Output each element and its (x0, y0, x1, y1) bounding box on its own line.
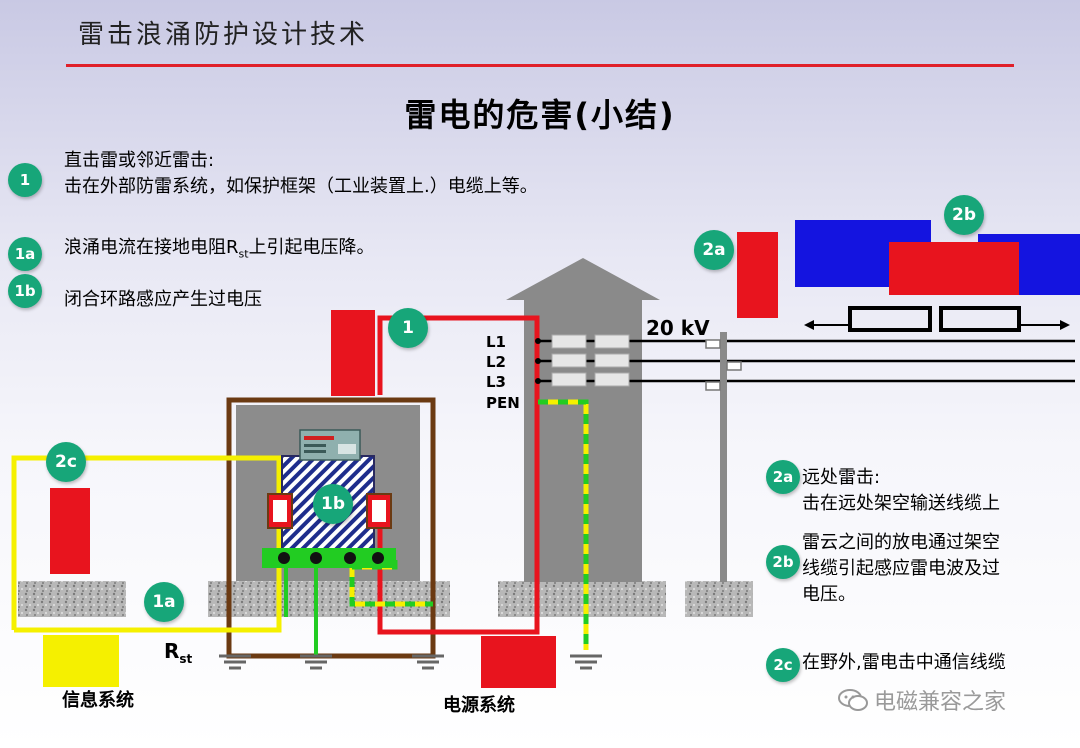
item-2b-line1: 雷云之间的放电通过架空 (802, 532, 1000, 553)
earth-symbol-3 (412, 654, 444, 670)
item-2b-line3: 电压。 (802, 584, 856, 605)
lightning-strike-2a (737, 232, 778, 318)
lightning-strike-2c (50, 488, 90, 574)
cloud-discharge (889, 242, 1019, 295)
item-1b-text: 闭合环路感应产生过电压 (64, 289, 262, 310)
item-1a-text-before: 浪涌电流在接地电阻R (64, 237, 239, 258)
watermark-text: 电磁兼容之家 (874, 690, 1007, 715)
diagram-badge-1: 1 (388, 308, 428, 348)
diagram-badge-2b: 2b (944, 195, 984, 235)
item-1-text: 直击雷或邻近雷击: 击在外部防雷系统，如保护框架（工业装置上.）电缆上等。 (64, 148, 538, 200)
ground-strip-right (685, 581, 753, 617)
item-2a-text: 远处雷击: 击在远处架空输送线缆上 (802, 465, 1000, 517)
bonding-bar (262, 548, 396, 568)
ground-strip-center (498, 581, 666, 617)
badge-2b-legend: 2b (766, 545, 800, 579)
item-1-line1: 直击雷或邻近雷击: (64, 150, 215, 171)
badge-1b: 1b (8, 274, 42, 308)
earth-symbol-4 (570, 654, 602, 670)
item-2c-text: 在野外,雷电击中通信线缆 (802, 652, 1006, 673)
power-system-block (481, 636, 556, 688)
induced-wave-indicator (804, 306, 1070, 332)
item-2a-line1: 远处雷击: (802, 467, 881, 488)
utility-pole (720, 332, 727, 582)
label-info-system: 信息系统 (62, 690, 134, 711)
earth-symbol-2 (300, 654, 332, 670)
diagram-badge-2a: 2a (694, 230, 734, 270)
wechat-icon (838, 688, 868, 712)
label-rst-sub: st (179, 652, 193, 666)
earth-symbol-1 (219, 654, 251, 670)
label-power-system: 电源系统 (443, 695, 515, 716)
header-divider (66, 64, 1014, 67)
lightning-strike-1 (331, 310, 375, 396)
info-loop (11, 455, 282, 633)
computer-device-icon (299, 429, 361, 461)
item-2b-text: 雷云之间的放电通过架空 线缆引起感应雷电波及过 电压。 (802, 530, 1000, 608)
ground-strip-middle (208, 581, 450, 617)
item-2a-line2: 击在远处架空输送线缆上 (802, 493, 1000, 514)
building-house-roof (506, 258, 660, 300)
label-l1: L1 (486, 333, 506, 351)
label-pen: PEN (486, 394, 520, 412)
item-1a-subscript: st (238, 247, 249, 261)
diagram-badge-1b: 1b (313, 484, 353, 524)
info-system-block (43, 635, 119, 687)
label-rst: Rst (164, 639, 192, 666)
diagram-badge-1a: 1a (144, 582, 184, 622)
item-1a-text: 浪涌电流在接地电阻Rst上引起电压降。 (64, 235, 375, 268)
label-l2: L2 (486, 353, 506, 371)
diagram-badge-2c: 2c (46, 442, 86, 482)
item-1a-text-after: 上引起电压降。 (248, 237, 375, 258)
watermark: 电磁兼容之家 (838, 684, 1006, 716)
label-l3: L3 (486, 373, 506, 391)
house-spd-array (551, 334, 630, 387)
header-title: 雷击浪涌防护设计技术 (78, 20, 369, 50)
item-1-line2: 击在外部防雷系统，如保护框架（工业装置上.）电缆上等。 (64, 176, 538, 197)
ground-strip-left (18, 581, 126, 617)
label-rst-main: R (164, 639, 180, 663)
item-2b-line2: 线缆引起感应雷电波及过 (802, 558, 1000, 579)
badge-2c-legend: 2c (766, 648, 800, 682)
badge-1: 1 (8, 163, 42, 197)
lightning-path (377, 315, 540, 635)
label-voltage: 20 kV (646, 316, 710, 340)
badge-2a-legend: 2a (766, 460, 800, 494)
slide-title: 雷电的危害(小结) (404, 96, 676, 134)
badge-1a: 1a (8, 237, 42, 271)
